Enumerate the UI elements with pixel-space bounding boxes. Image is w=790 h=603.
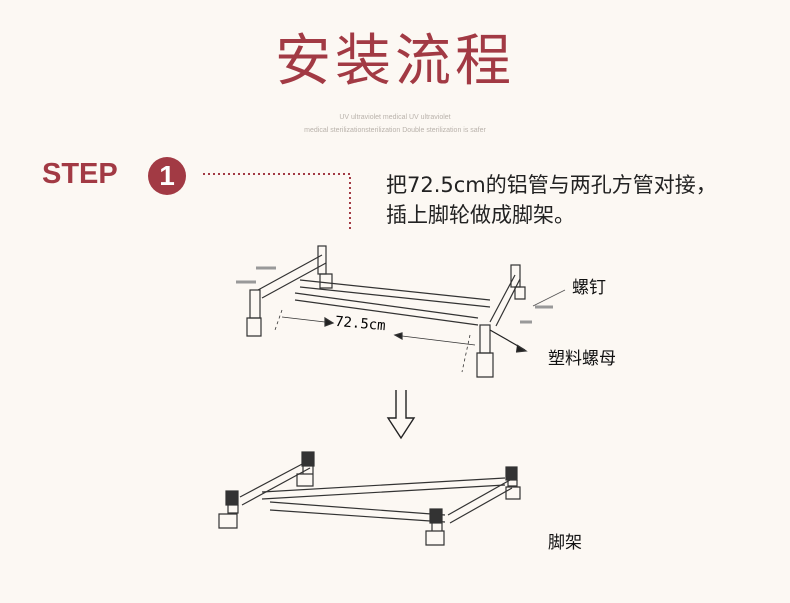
step-description: 把72.5cm的铝管与两孔方管对接，插上脚轮做成脚架。 (386, 173, 717, 227)
stand-label: 脚架 (548, 533, 582, 553)
subtitle-line-1: UV ultraviolet medical UV ultraviolet (339, 114, 451, 121)
step-label: STEP (42, 158, 118, 190)
page-title: 安装流程 (275, 29, 515, 94)
step-number-badge: 1 (148, 157, 186, 195)
screw-label: 螺钉 (572, 278, 606, 298)
subtitle-line-2: medical sterilizationsterilization Doubl… (304, 127, 486, 134)
plastic-nut-label: 塑料螺母 (548, 349, 616, 369)
